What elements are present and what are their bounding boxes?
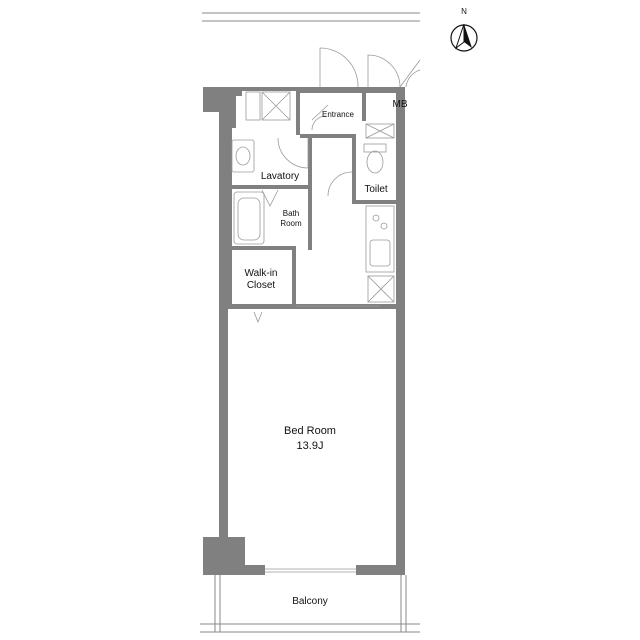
toilet-fixture xyxy=(363,143,387,174)
corridor-lines xyxy=(202,12,420,22)
room-label-mb: MB xyxy=(392,99,408,110)
inner-walls xyxy=(228,91,396,309)
room-label-closet-line1: Walk-in xyxy=(244,268,278,279)
outer-walls xyxy=(203,87,405,575)
room-label-bedroom-area: 13.9J xyxy=(296,440,324,452)
lavatory-sink xyxy=(231,91,261,173)
room-label-bath-line2: Room xyxy=(280,219,302,228)
kitchen-counter xyxy=(365,205,395,273)
room-label-bath-line1: Bath xyxy=(282,209,300,218)
room-label-balcony: Balcony xyxy=(292,596,328,607)
room-label-toilet: Toilet xyxy=(364,184,388,195)
doors xyxy=(253,47,421,324)
room-label-entrance: Entrance xyxy=(321,110,355,119)
room-label-bedroom-name: Bed Room xyxy=(284,425,336,437)
storage-boxes xyxy=(261,91,395,303)
balcony-rails xyxy=(200,575,420,633)
bathtub xyxy=(233,191,265,245)
north-arrow-icon xyxy=(450,23,478,52)
room-label-closet-line2: Closet xyxy=(246,280,276,291)
windows xyxy=(265,305,380,573)
room-label-lavatory: Lavatory xyxy=(260,171,300,182)
compass-north-label: N xyxy=(461,7,467,16)
